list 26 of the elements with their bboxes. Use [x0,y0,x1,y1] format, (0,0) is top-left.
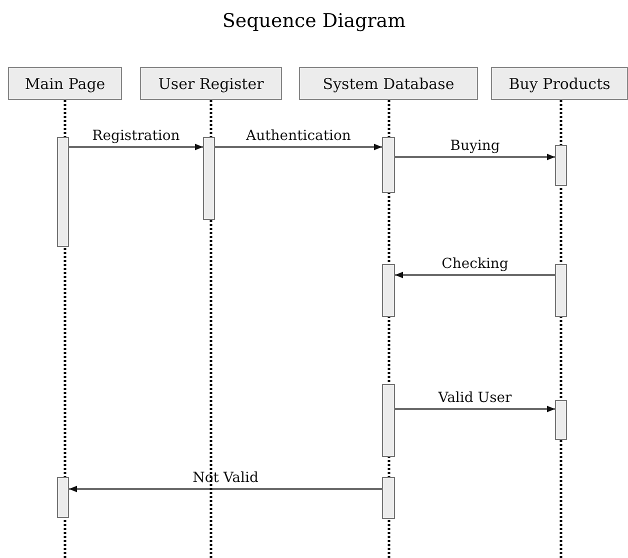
message-arrow [69,486,382,492]
participant-box: Main Page [8,67,122,100]
message-arrow [395,154,555,160]
activation-bar [382,477,395,519]
activation-bar [555,400,567,440]
message-arrow [395,406,555,412]
message-arrow [69,144,203,150]
activation-bar [57,477,69,518]
message-label: Buying [450,138,500,154]
activation-bar [57,137,69,247]
message-label: Authentication [246,128,351,144]
message-label: Valid User [438,390,512,406]
activation-bar [555,145,567,186]
activation-bar [382,384,395,457]
participant-box: User Register [140,67,282,100]
message-label: Registration [92,128,180,144]
activation-bar [382,264,395,317]
message-arrow [215,144,382,150]
activation-bar [555,264,567,317]
message-label: Checking [442,256,508,272]
activation-bar [203,137,215,220]
participant-box: System Database [299,67,478,100]
participant-box: Buy Products [491,67,628,100]
activation-bar [382,137,395,193]
diagram-title: Sequence Diagram [221,10,407,32]
message-arrow [395,272,555,278]
